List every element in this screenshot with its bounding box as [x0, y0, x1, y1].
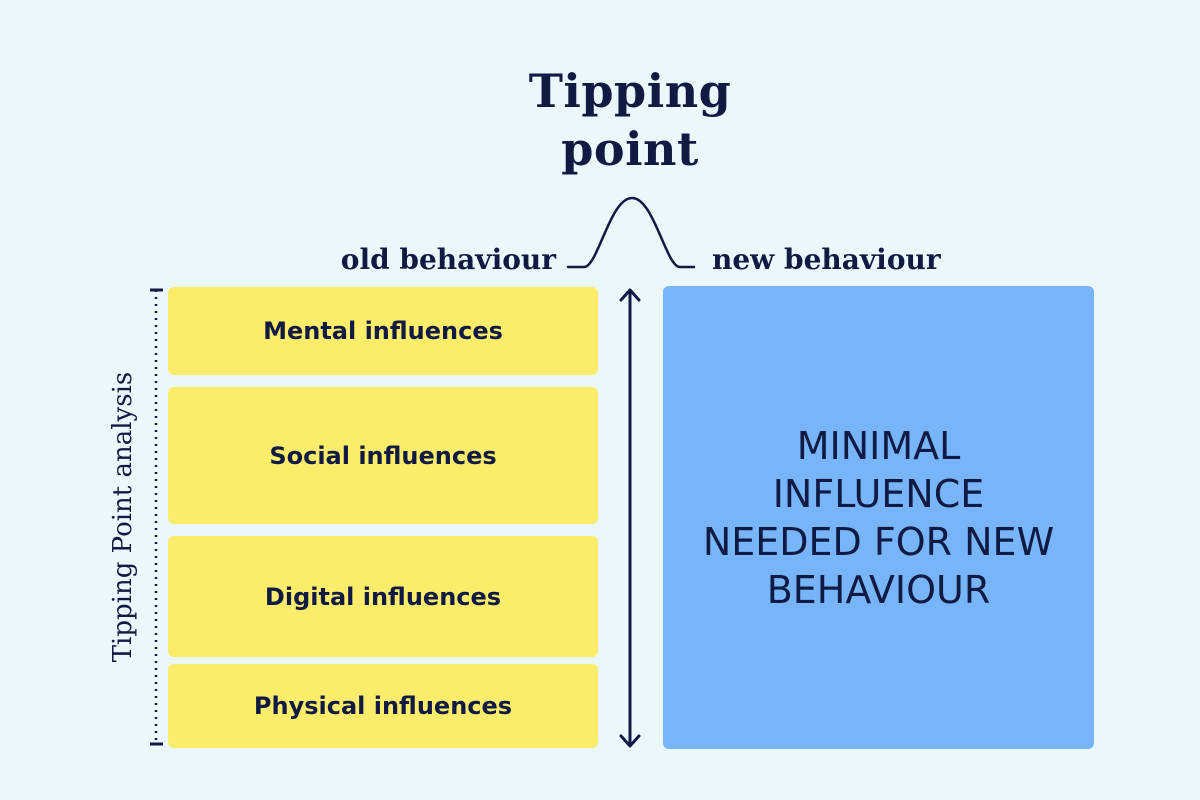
physical-influences-box: Physical influences: [168, 664, 598, 748]
dotted-bracket: [150, 288, 163, 746]
panel-text: MINIMAL INFLUENCE NEEDED FOR NEW BEHAVIO…: [702, 423, 1055, 612]
old-behaviour-label: old behaviour: [340, 243, 556, 276]
new-behaviour-panel: MINIMAL INFLUENCE NEEDED FOR NEW BEHAVIO…: [663, 286, 1094, 749]
double-arrow-icon: [619, 288, 641, 748]
digital-influences-label: Digital influences: [264, 582, 502, 611]
mental-influences-label: Mental influences: [263, 317, 503, 345]
mental-influences-box: Mental influences: [168, 287, 598, 375]
social-influences-box: Social influences: [168, 387, 598, 524]
social-influences-label: Social influences: [269, 441, 497, 470]
new-behaviour-label: new behaviour: [712, 243, 941, 276]
physical-influences-label: Physical influences: [253, 692, 513, 720]
diagram-title: Tipping point: [528, 64, 732, 176]
digital-influences-box: Digital influences: [168, 536, 598, 657]
axis-label: Tipping Point analysis: [108, 371, 138, 663]
tipping-curve-icon: [566, 196, 696, 269]
